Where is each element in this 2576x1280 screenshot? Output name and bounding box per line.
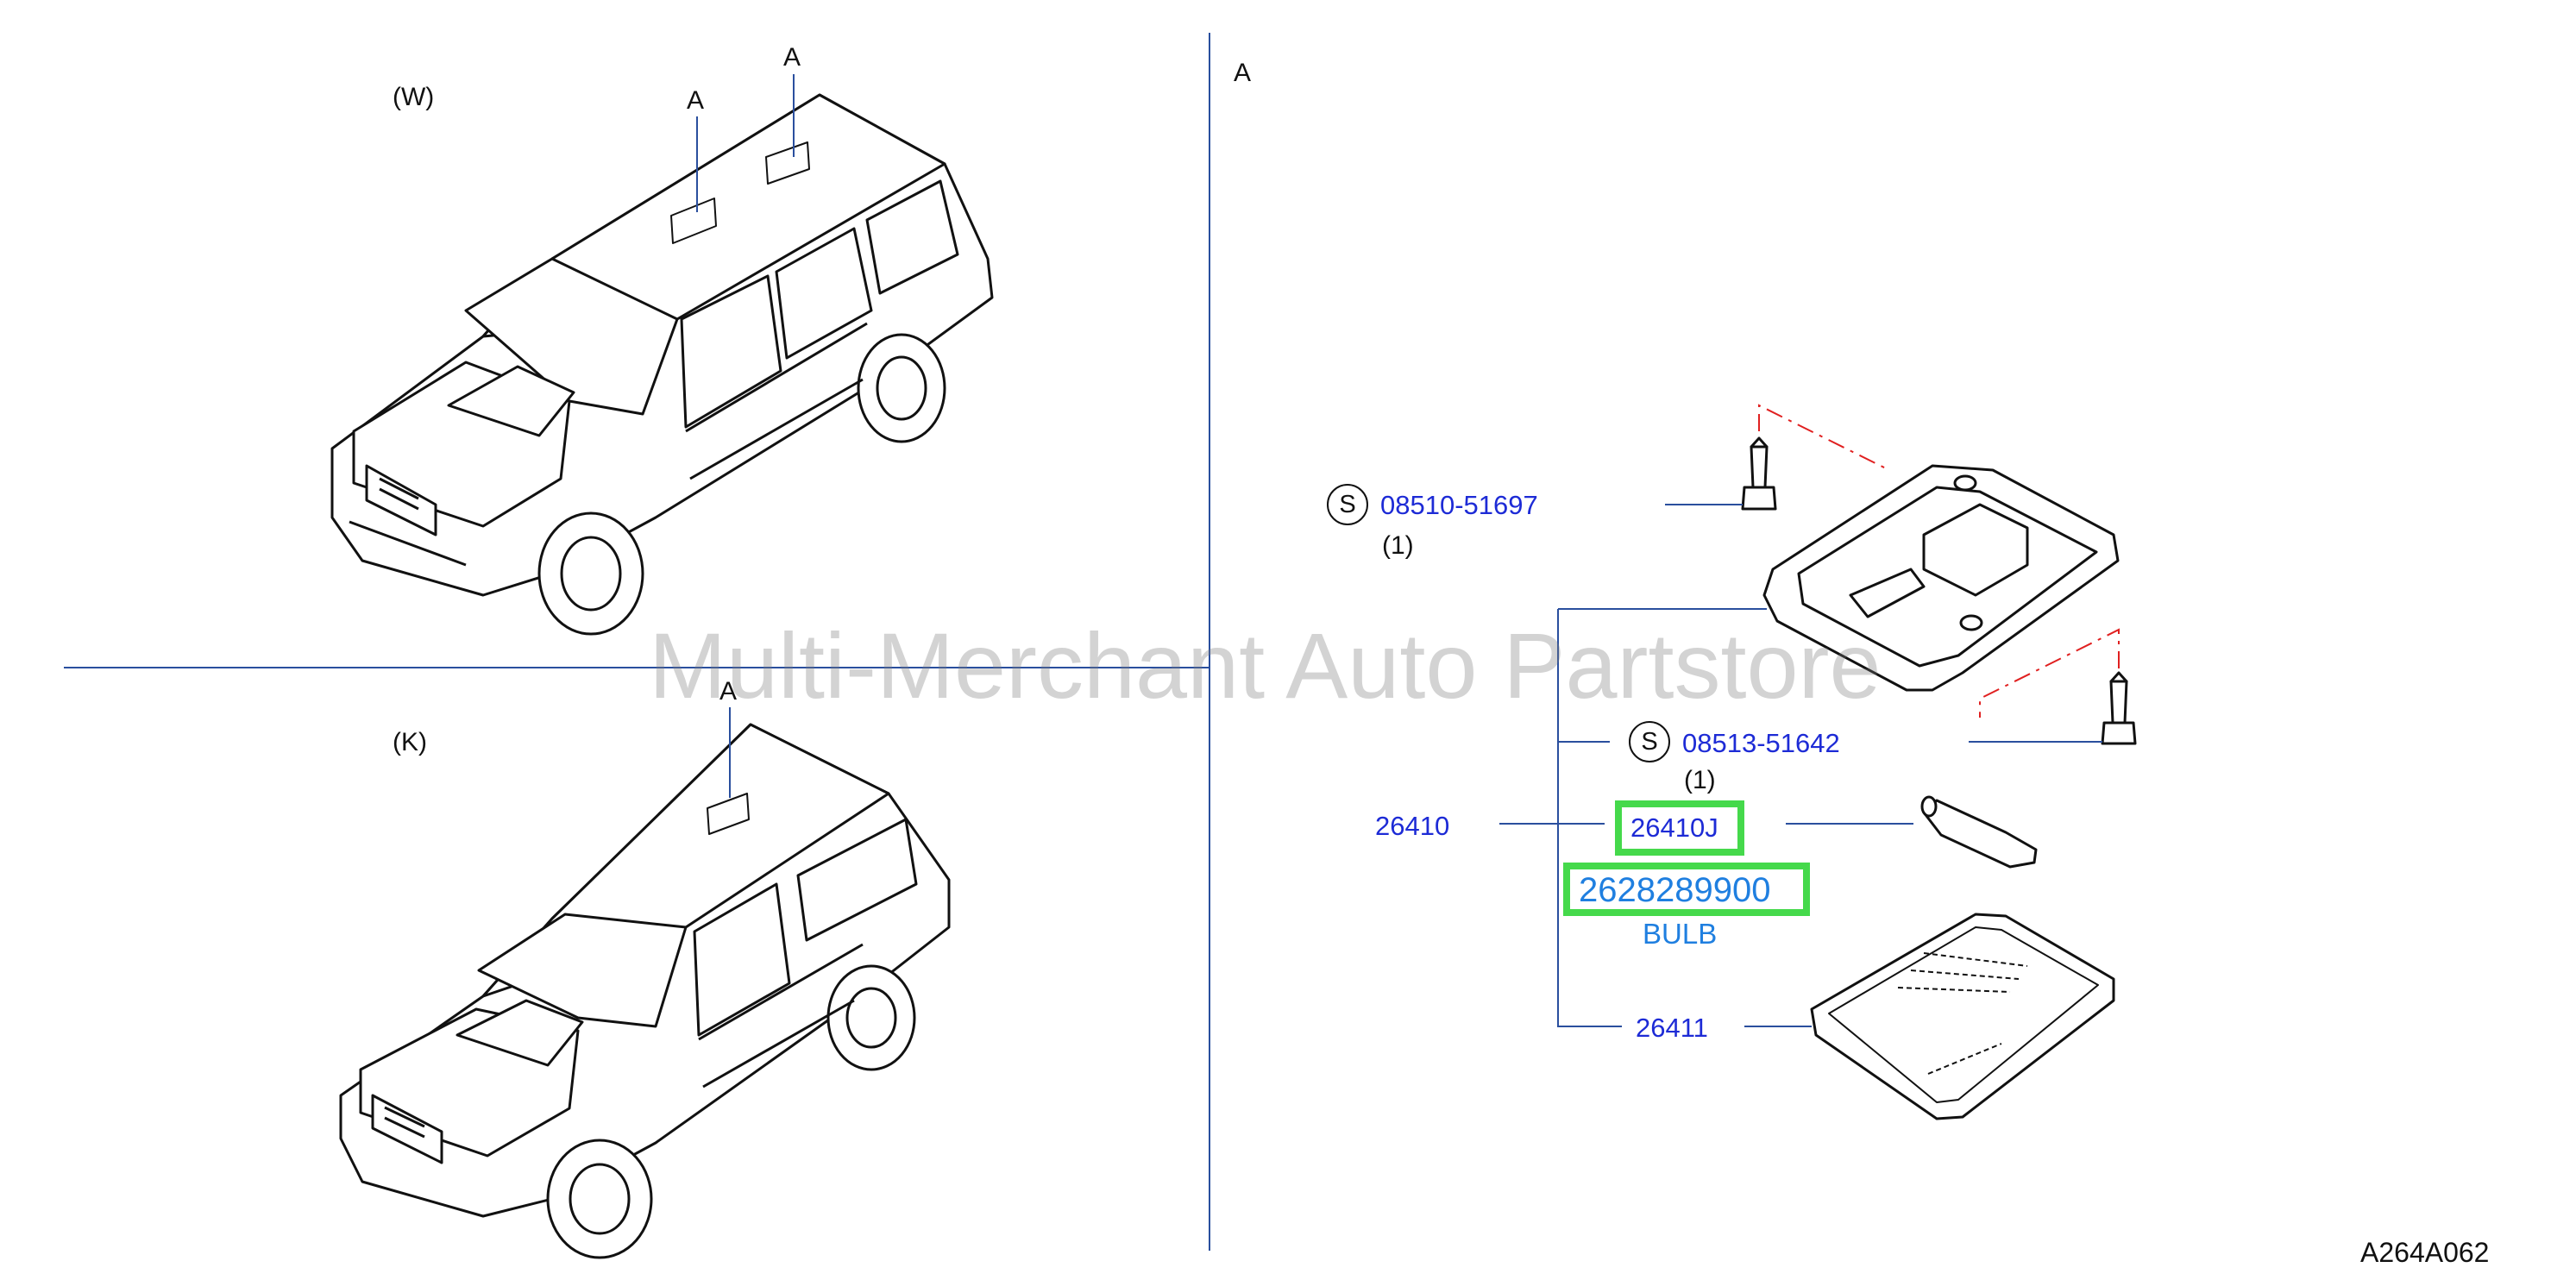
phantom-lines: [1758, 404, 2120, 718]
vehicle-k-illustration: [339, 723, 951, 1259]
diagram-code: A264A062: [2360, 1237, 2490, 1268]
part-number-26411[interactable]: 26411: [1636, 1013, 1708, 1043]
view-w-callout: A: [687, 86, 705, 115]
view-label-k: (K): [393, 728, 427, 756]
part-name-bulb: BULB: [1643, 918, 1718, 950]
view-k-callout: A: [719, 677, 738, 706]
highlight-box: [1615, 800, 1744, 856]
part-number-08513-51642[interactable]: 08513-51642: [1682, 728, 1840, 758]
part-number-26410[interactable]: 26410: [1375, 811, 1450, 841]
screw-illustrations: [1741, 436, 2137, 745]
part-number-08510-51697[interactable]: 08510-51697: [1380, 490, 1538, 520]
bulb-illustration: [1920, 795, 2038, 869]
part-number-26410j[interactable]: 26410J: [1630, 813, 1718, 843]
highlight-box: [1563, 863, 1810, 916]
part-quantity: (1): [1382, 531, 1414, 560]
part-number-2628289900[interactable]: 2628289900: [1579, 871, 1771, 909]
detail-label: A: [1234, 59, 1252, 87]
view-leader-lines: [696, 74, 795, 798]
view-label-w: (W): [393, 83, 435, 111]
vehicle-w-illustration: [330, 93, 994, 636]
view-w-callout: A: [783, 43, 801, 72]
watermark: Multi-Merchant Auto Partstore: [649, 613, 1882, 718]
lens-illustration: [1810, 913, 2115, 1120]
lamp-housing-illustration: [1762, 464, 2120, 692]
supply-symbol: S: [1629, 721, 1670, 762]
supply-symbol: S: [1327, 484, 1368, 525]
part-leader-lines: [1499, 504, 2102, 1027]
part-quantity: (1): [1684, 766, 1716, 794]
